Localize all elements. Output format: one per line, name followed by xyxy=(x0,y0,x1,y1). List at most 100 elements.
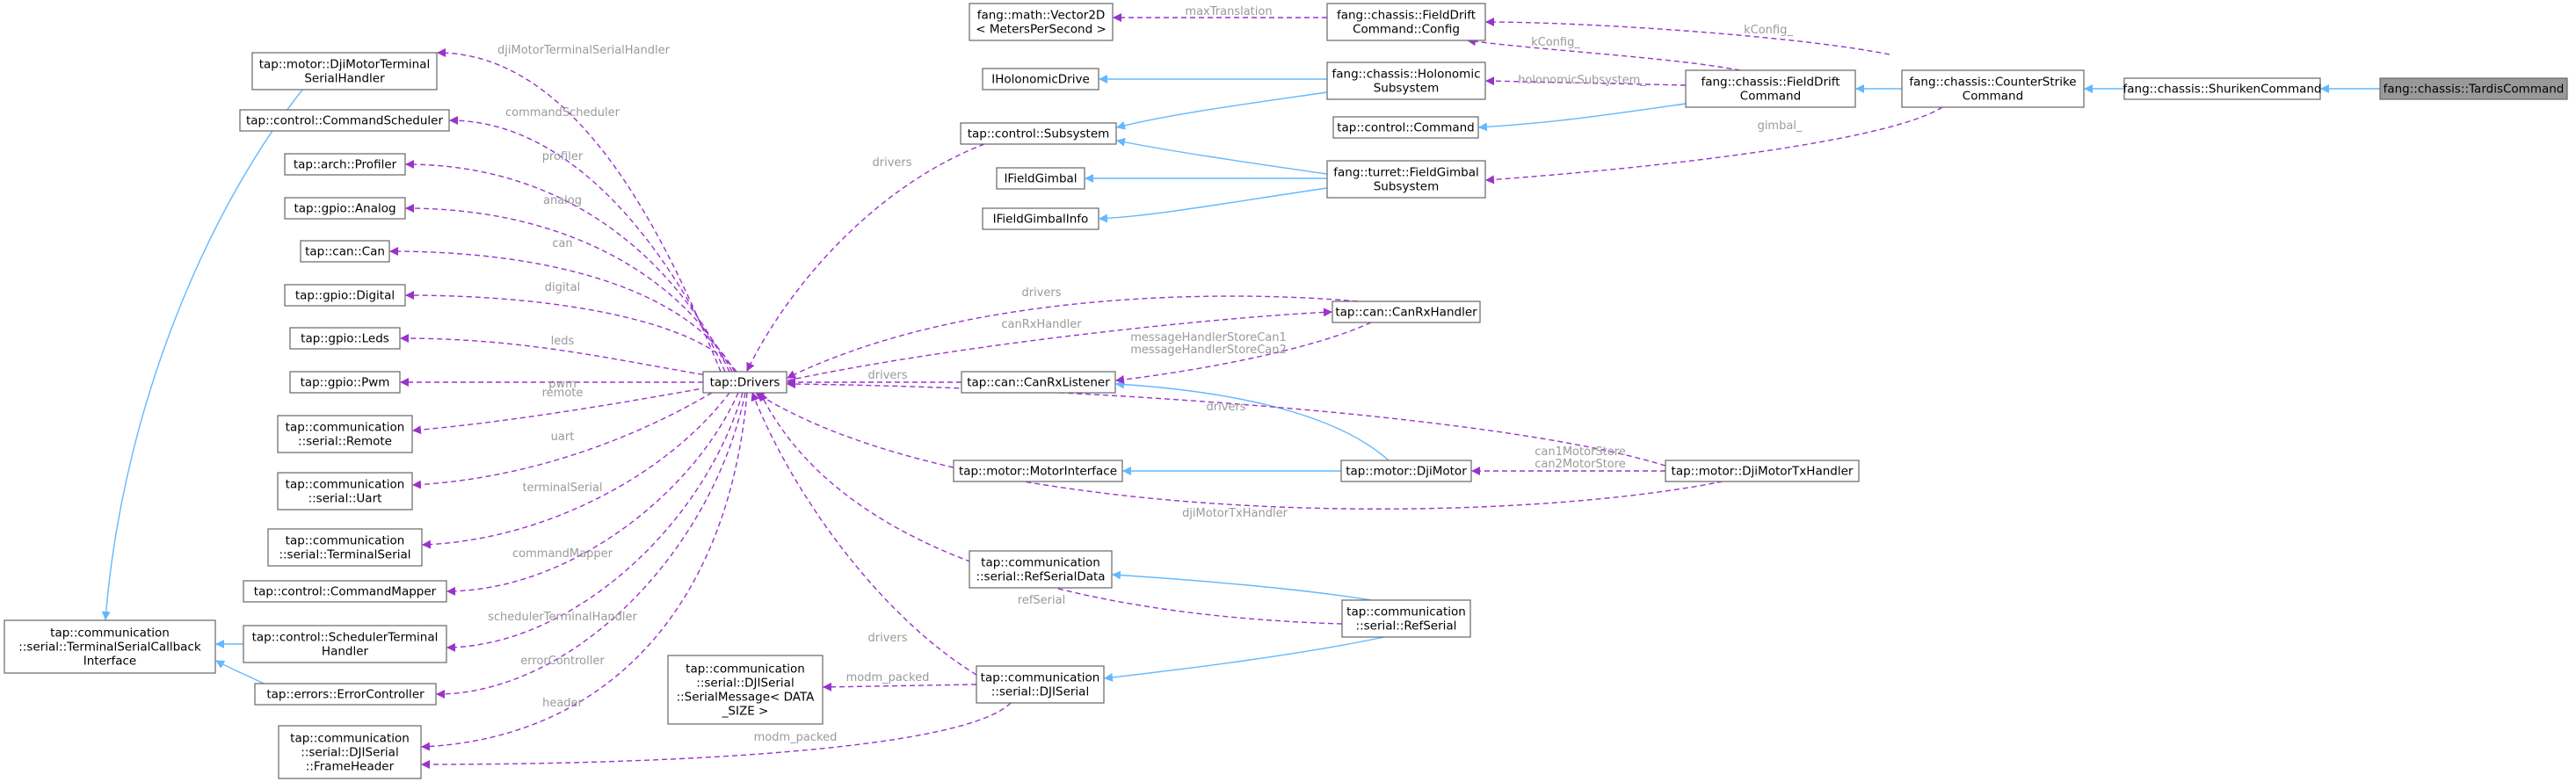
edge-label-modm_packed1: modm_packed xyxy=(846,671,930,684)
class-node-remote[interactable]: tap::communication::serial::Remote xyxy=(277,415,413,453)
class-node-errorcontroller[interactable]: tap::errors::ErrorController xyxy=(254,683,437,706)
class-node-label: tap::communication xyxy=(686,663,805,677)
class-node-box xyxy=(1326,62,1486,100)
edge-label-maxtranslation: maxTranslation xyxy=(1185,5,1272,18)
class-node-djimotor[interactable]: tap::motor::DjiMotor xyxy=(1340,460,1472,482)
class-node-label: ::FrameHeader xyxy=(306,760,395,774)
class-node-canrxhandler[interactable]: tap::can::CanRxHandler xyxy=(1332,300,1481,323)
class-node-box xyxy=(284,197,406,220)
class-node-vector2d[interactable]: fang::math::Vector2D< MetersPerSecond > xyxy=(969,3,1114,41)
class-node-label: fang::chassis::CounterStrike xyxy=(1909,76,2076,90)
class-node-label: tap::gpio::Digital xyxy=(295,289,395,303)
class-node-can[interactable]: tap::can::Can xyxy=(300,240,390,263)
class-node-ifieldgimbal[interactable]: IFieldGimbal xyxy=(996,167,1085,190)
class-node-label: tap::communication xyxy=(1346,605,1466,619)
class-node-label: fang::turret::FieldGimbal xyxy=(1333,166,1478,180)
edge-label-terminalserial: terminalSerial xyxy=(522,482,602,495)
edge-label-digital: digital xyxy=(545,281,580,294)
class-node-label: _SIZE > xyxy=(722,705,769,719)
class-node-label: tap::gpio::Analog xyxy=(294,202,395,216)
class-node-label: tap::can::CanRxListener xyxy=(967,376,1110,390)
edge-kconfig-counterstrike xyxy=(1485,18,1890,55)
edge-gimbal xyxy=(1485,106,1943,185)
class-node-box xyxy=(277,415,413,453)
edge-djimotorterminal xyxy=(437,48,722,373)
edge-label-schedulerterminal: schedulerTerminalHandler xyxy=(488,611,637,624)
class-node-label: IFieldGimbal xyxy=(1004,172,1077,186)
class-node-motorinterface[interactable]: tap::motor::MotorInterface xyxy=(953,460,1123,482)
class-node-subsystem[interactable]: tap::control::Subsystem xyxy=(960,122,1117,145)
class-node-canrxlistener[interactable]: tap::can::CanRxListener xyxy=(961,371,1116,394)
class-node-cmdmapper[interactable]: tap::control::CommandMapper xyxy=(243,580,447,603)
class-node-profiler[interactable]: tap::arch::Profiler xyxy=(284,153,406,176)
edge-label-kconfig2: kConfig_ xyxy=(1531,36,1580,49)
class-node-terminalcallback[interactable]: tap::communication::serial::TerminalSeri… xyxy=(4,619,216,674)
class-node-label: Command xyxy=(1963,90,2023,104)
class-node-box xyxy=(243,625,447,663)
class-node-djiserial[interactable]: tap::communication::serial::DJISerial xyxy=(976,665,1105,704)
class-node-digital[interactable]: tap::gpio::Digital xyxy=(284,284,406,307)
edge-label-profiler: profiler xyxy=(542,150,584,163)
edge-label-analog: analog xyxy=(543,194,582,207)
class-node-box xyxy=(1685,69,1856,108)
class-node-box xyxy=(961,371,1116,394)
class-node-refserial[interactable]: tap::communication::serial::RefSerial xyxy=(1341,599,1471,638)
class-node-box xyxy=(969,550,1113,589)
class-node-uart[interactable]: tap::communication::serial::Uart xyxy=(277,472,413,510)
class-node-box xyxy=(251,52,438,91)
edge-modm-packed2 xyxy=(421,702,1012,769)
class-node-box xyxy=(996,167,1085,190)
edge-label-canrxhandler: canRxHandler xyxy=(1001,318,1082,331)
class-node-djimotortx[interactable]: tap::motor::DjiMotorTxHandler xyxy=(1665,460,1860,482)
class-node-label: tap::communication xyxy=(290,732,410,746)
class-node-label: tap::errors::ErrorController xyxy=(266,688,424,702)
class-node-box xyxy=(953,460,1123,482)
edge-label-msgstore1: messageHandlerStoreCan1 xyxy=(1130,331,1287,344)
class-node-box xyxy=(1340,460,1472,482)
class-node-pwm[interactable]: tap::gpio::Pwm xyxy=(289,371,401,394)
class-node-iholonomic[interactable]: IHolonomicDrive xyxy=(982,68,1099,91)
edge-drivers-canrx xyxy=(787,295,1359,379)
class-node-analog[interactable]: tap::gpio::Analog xyxy=(284,197,406,220)
class-node-box xyxy=(289,327,401,350)
edge-refserial xyxy=(759,392,1343,625)
edge-uart xyxy=(412,392,713,489)
class-node-label: ::serial::DJISerial xyxy=(301,746,398,760)
edge-label-can1motor: can1MotorStore xyxy=(1535,445,1626,459)
edge-djimotor-canrxlistener xyxy=(1115,380,1390,461)
edge-digital xyxy=(405,291,737,373)
class-node-label: ::serial::DJISerial xyxy=(696,677,794,691)
edge-label-djimotorterminal: djiMotorTerminalSerialHandler xyxy=(497,44,671,57)
class-node-shuriken[interactable]: fang::chassis::ShurikenCommand xyxy=(2122,77,2322,100)
edge-djimotortx xyxy=(755,392,1723,510)
class-node-box xyxy=(1665,460,1860,482)
class-node-box xyxy=(2379,77,2568,100)
class-node-label: tap::communication xyxy=(286,478,405,492)
class-node-box xyxy=(1326,160,1486,199)
class-node-drivers[interactable]: tap::Drivers xyxy=(702,371,787,394)
class-node-terminalserial[interactable]: tap::communication::serial::TerminalSeri… xyxy=(267,528,423,567)
class-node-box xyxy=(1332,300,1481,323)
class-node-command[interactable]: tap::control::Command xyxy=(1332,116,1479,139)
class-node-djimotorterminal[interactable]: tap::motor::DjiMotorTerminalSerialHandle… xyxy=(251,52,438,91)
class-node-serialmessage[interactable]: tap::communication::serial::DJISerial::S… xyxy=(667,655,824,725)
class-node-frameheader[interactable]: tap::communication::serial::DJISerial::F… xyxy=(278,725,422,779)
class-node-ifieldgimbalinfo[interactable]: IFieldGimbalInfo xyxy=(982,207,1099,230)
nodes-layer: fang::chassis::TardisCommand fang::chassi… xyxy=(4,3,2568,779)
class-node-label: tap::communication xyxy=(286,421,405,435)
class-node-tardis[interactable]: fang::chassis::TardisCommand xyxy=(2379,77,2568,100)
class-node-box xyxy=(277,472,413,510)
class-node-refserialdata[interactable]: tap::communication::serial::RefSerialDat… xyxy=(969,550,1113,589)
class-node-cmdscheduler[interactable]: tap::control::CommandScheduler xyxy=(239,109,450,132)
class-node-leds[interactable]: tap::gpio::Leds xyxy=(289,327,401,350)
class-node-box xyxy=(254,683,437,706)
class-node-box xyxy=(969,3,1114,41)
class-node-box xyxy=(1332,116,1479,139)
